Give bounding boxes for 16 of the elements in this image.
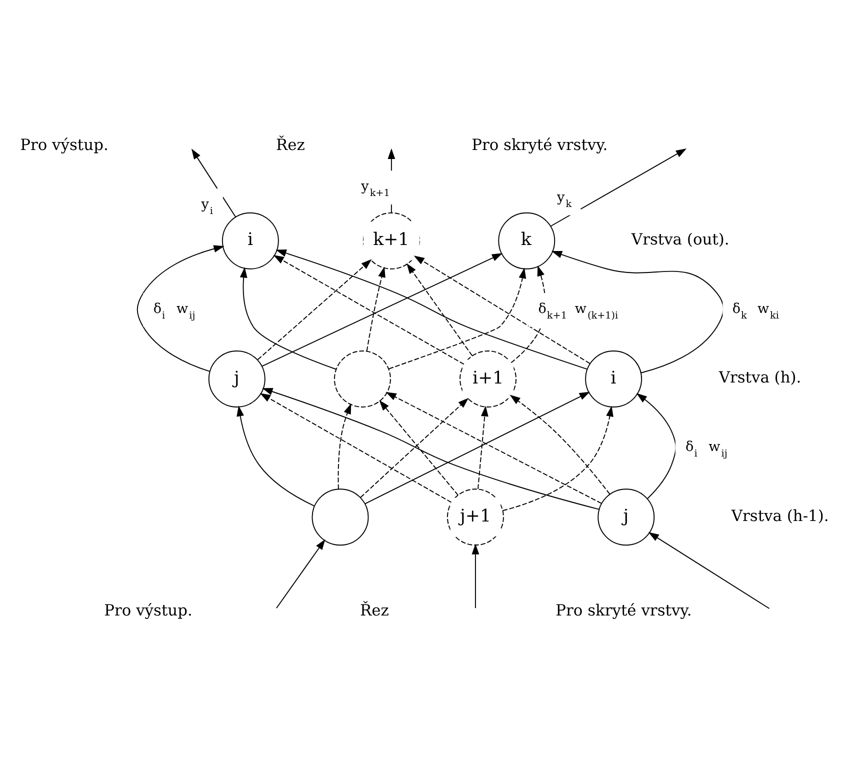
- label: Řez: [360, 601, 389, 620]
- label: Vrstva (out).: [631, 230, 730, 249]
- edge-label: δ$_{i}$ w$_{ij}$: [153, 301, 196, 322]
- label: Pro skryté vrstvy.: [556, 601, 692, 620]
- edge-label: δ$_{i}$ w$_{ij}$: [686, 439, 728, 460]
- edge-label: y$_{k}$: [557, 189, 572, 210]
- edge-label: δ$_{k}$ w$_{ki}$: [732, 301, 779, 322]
- label: Vrstva (h).: [718, 368, 802, 387]
- label: Pro výstup.: [20, 136, 108, 154]
- label: Pro skryté vrstvy.: [472, 136, 608, 154]
- edge-label: y$_{i}$: [201, 196, 213, 217]
- label: Řez: [276, 136, 305, 154]
- edge-label: δ$_{k+1}$ w$_{(k+1)i}$: [538, 301, 618, 322]
- label: Vrstva (h-1).: [731, 506, 829, 525]
- label: Pro výstup.: [104, 601, 192, 620]
- edge-label: y$_{k+1}$: [361, 178, 390, 200]
